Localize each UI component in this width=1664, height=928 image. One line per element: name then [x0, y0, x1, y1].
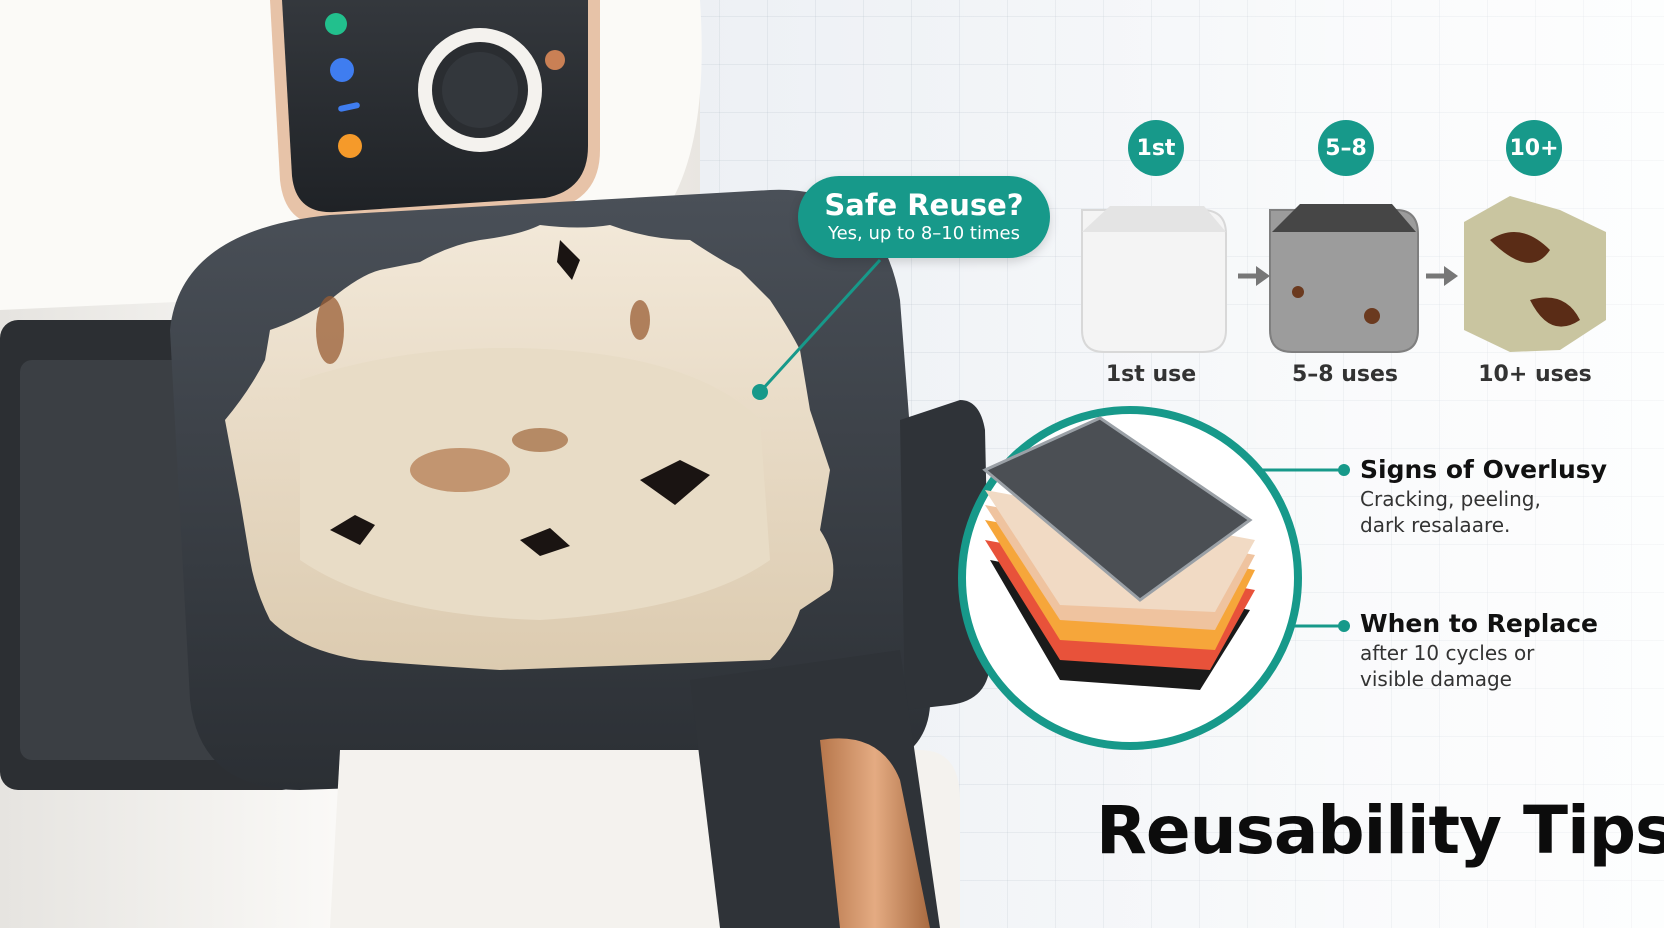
- control-panel: [270, 0, 600, 226]
- stage-label-1: 1st use: [1105, 362, 1197, 387]
- magnified-layer-view: [958, 406, 1302, 750]
- signs-callout: Signs of Overlusy Cracking, peeling, dar…: [1360, 454, 1607, 538]
- safe-reuse-callout: Safe Reuse? Yes, up to 8–10 times: [798, 176, 1050, 258]
- dial-icon: [418, 28, 542, 152]
- signs-heading: Signs of Overlusy: [1360, 455, 1607, 484]
- replace-callout: When to Replace after 10 cycles or visib…: [1360, 608, 1598, 692]
- replace-body: after 10 cycles or visible damage: [1360, 641, 1535, 691]
- signs-body: Cracking, peeling, dark resalaare.: [1360, 487, 1541, 537]
- callout-title: Safe Reuse?: [824, 188, 1024, 222]
- arrow-right-icon: [1238, 266, 1270, 286]
- callout-subtitle: Yes, up to 8–10 times: [828, 223, 1020, 244]
- stage-label-2: 5–8 uses: [1291, 362, 1399, 387]
- stage-badge-2: 5–8: [1318, 120, 1374, 176]
- paper-liner: [225, 225, 834, 670]
- replace-heading: When to Replace: [1360, 609, 1598, 638]
- stage-cup-2: [1269, 204, 1419, 353]
- stage-label-3: 10+ uses: [1478, 362, 1592, 387]
- arrow-right-icon: [1426, 266, 1458, 286]
- page-title: Reusability Tips: [1096, 792, 1664, 869]
- stage-cup-3: [1464, 196, 1606, 352]
- stage-badge-1: 1st: [1128, 120, 1184, 176]
- stage-cup-1: [1081, 206, 1227, 353]
- stage-badge-3: 10+: [1506, 120, 1562, 176]
